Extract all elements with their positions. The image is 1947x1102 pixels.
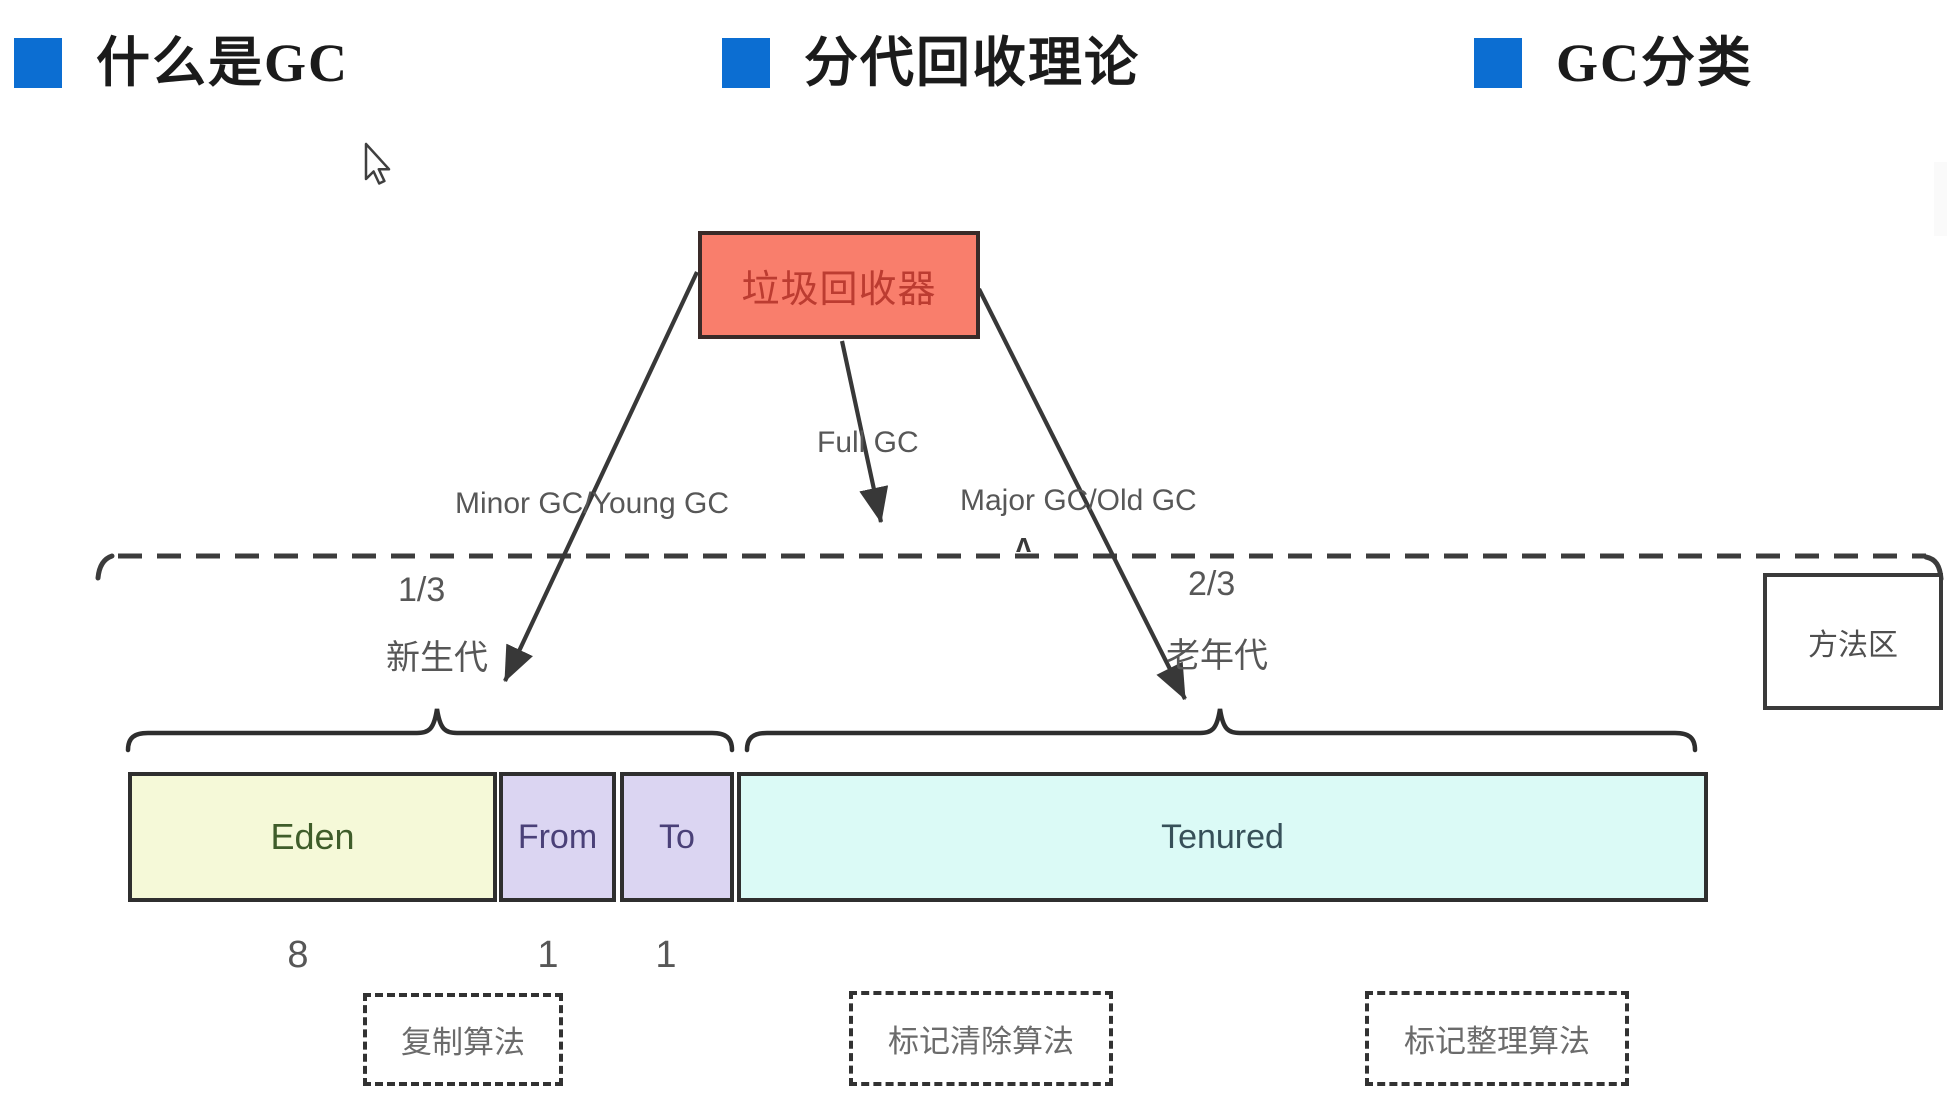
young-fraction-label: 1/3 [398, 571, 446, 609]
copy-algorithm-label: 复制算法 [401, 1025, 525, 1060]
full-gc-label: Full GC [817, 426, 919, 459]
mark-compact-algorithm-box: 标记整理算法 [1365, 991, 1629, 1086]
old-gen-brace [744, 708, 1698, 753]
header-label: 分代回收理论 [804, 33, 1140, 93]
header-gc-classification: GC分类 [1474, 36, 1753, 90]
mouse-cursor-icon [364, 142, 391, 185]
from-survivor-region: From [499, 772, 616, 902]
minor-gc-label: Minor GC/Young GC [455, 487, 730, 520]
old-fraction-label: 2/3 [1188, 565, 1236, 603]
copy-algorithm-box: 复制算法 [363, 993, 563, 1086]
eden-ratio: 8 [287, 934, 309, 976]
garbage-collector-box: 垃圾回收器 [698, 231, 980, 339]
full-gc-arrow [839, 340, 889, 524]
mark-sweep-algorithm-box: 标记清除算法 [849, 991, 1113, 1086]
mark-sweep-algorithm-label: 标记清除算法 [888, 1024, 1074, 1059]
header-label: 什么是GC [96, 33, 349, 93]
header-generational-theory: 分代回收理论 [722, 36, 1140, 90]
tenured-region: Tenured [737, 772, 1708, 902]
minor-gc-arrow [503, 271, 699, 683]
young-generation-label: 新生代 [386, 639, 488, 677]
to-ratio: 1 [655, 934, 677, 976]
garbage-collector-label: 垃圾回收器 [741, 268, 937, 311]
right-edge-artifact [1934, 162, 1947, 236]
header-label: GC分类 [1556, 33, 1753, 93]
method-area-box: 方法区 [1763, 573, 1943, 710]
caret-mark: ʌ [1016, 528, 1032, 558]
heap-boundary-dashed-line [95, 553, 1944, 582]
blue-square-bullet-icon [1474, 38, 1522, 88]
from-label: From [517, 817, 598, 856]
tenured-label: Tenured [1161, 817, 1284, 856]
old-generation-label: 老年代 [1166, 637, 1268, 675]
mark-compact-algorithm-label: 标记整理算法 [1404, 1024, 1590, 1059]
method-area-label: 方法区 [1808, 628, 1898, 662]
eden-label: Eden [270, 816, 355, 857]
young-gen-brace [125, 708, 735, 753]
header-what-is-gc: 什么是GC [14, 36, 349, 90]
from-ratio: 1 [537, 934, 559, 976]
eden-region: Eden [128, 772, 497, 902]
major-gc-label: Major GC/Old GC [960, 484, 1197, 517]
blue-square-bullet-icon [14, 38, 62, 88]
to-label: To [659, 817, 695, 856]
blue-square-bullet-icon [722, 38, 770, 88]
to-survivor-region: To [620, 772, 734, 902]
major-gc-arrow [977, 288, 1187, 701]
